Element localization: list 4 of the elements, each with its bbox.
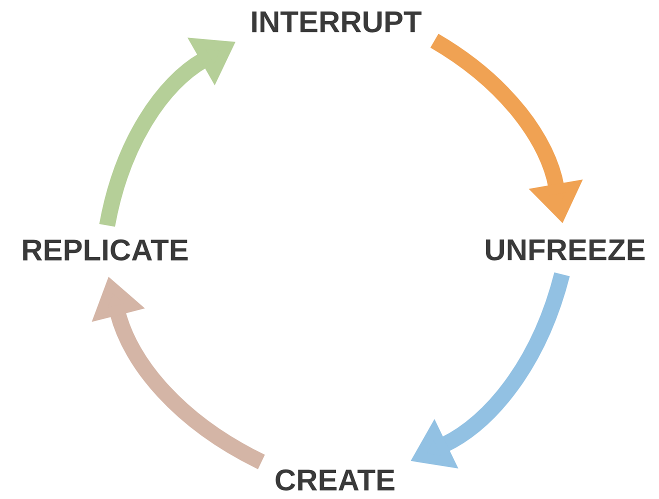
stage-label: UNFREEZE [486, 240, 645, 260]
stage-label: REPLICATE [23, 239, 188, 261]
stage-label: CREATE [276, 469, 394, 491]
stage-label: INTERRUPT [252, 12, 422, 32]
